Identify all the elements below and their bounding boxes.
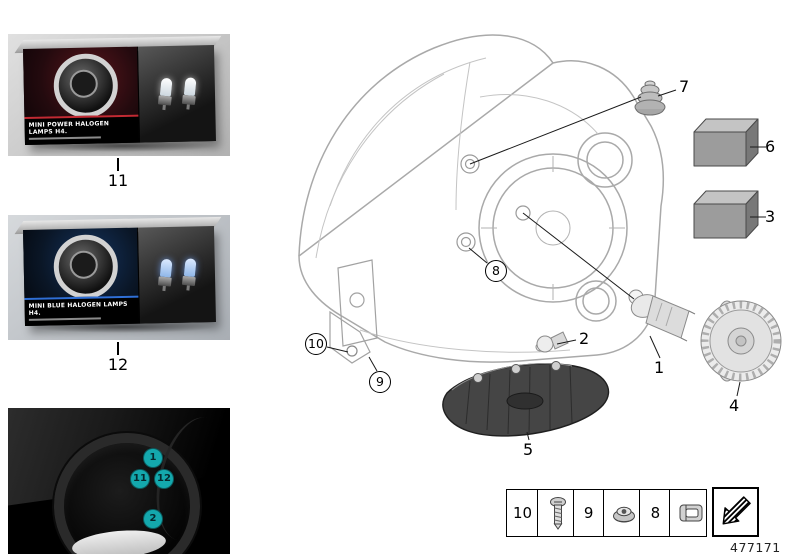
box-title: MINI POWER HALOGEN LAMPS H4. (28, 120, 110, 136)
legend-divider (669, 490, 671, 536)
screw-icon (543, 496, 573, 530)
inset-callout-1[interactable]: 1 (143, 448, 163, 468)
halogen-box-power: MINI POWER HALOGEN LAMPS H4. (14, 35, 222, 145)
inset-callout-11[interactable]: 11 (130, 469, 150, 489)
hatched-arrow-icon (722, 496, 751, 525)
part-5-lower-trim (442, 361, 610, 437)
legend-item-9[interactable]: 9 (574, 490, 641, 536)
box-title-strip: MINI POWER HALOGEN LAMPS H4. (24, 114, 140, 145)
callout-10[interactable]: 10 (305, 333, 327, 355)
part-4-round-cap (700, 300, 782, 382)
box-subtitle-text (28, 136, 101, 140)
part-1-h4-bulb (628, 289, 696, 342)
part-2-small-bulb (535, 331, 569, 353)
part-7-grommet (634, 80, 666, 116)
callout-4[interactable]: 4 (729, 396, 740, 415)
legend-item-8[interactable]: 8 (640, 490, 706, 536)
halogen-bulb-icon (157, 258, 173, 292)
halogen-bulb-icon (181, 258, 197, 291)
callout-9[interactable]: 9 (369, 371, 391, 393)
callout-1[interactable]: 1 (654, 358, 665, 377)
callout-7[interactable]: 7 (679, 77, 690, 96)
photo-power-halogen-box[interactable]: MINI POWER HALOGEN LAMPS H4. (8, 34, 230, 156)
box-subtitle-text (28, 317, 101, 321)
callout-12[interactable]: 12 (107, 355, 129, 374)
box-front-artwork (23, 46, 139, 119)
halogen-bulb-icon (181, 77, 197, 110)
grommet-icon (609, 499, 640, 527)
leader-lines (326, 89, 766, 441)
legend-item-10[interactable]: 10 (507, 490, 574, 536)
callout-tick-12 (117, 342, 119, 355)
callout-11[interactable]: 11 (107, 171, 129, 190)
inset-callout-12[interactable]: 12 (154, 469, 174, 489)
callout-tick-11 (117, 158, 119, 171)
callout-2[interactable]: 2 (579, 329, 590, 348)
box-title-strip: MINI BLUE HALOGEN LAMPS H4. (24, 295, 140, 326)
photo-blue-halogen-box[interactable]: MINI BLUE HALOGEN LAMPS H4. (8, 215, 230, 340)
box-front-artwork (23, 227, 139, 300)
halogen-box-blue: MINI BLUE HALOGEN LAMPS H4. (14, 216, 222, 326)
legend-divider (602, 490, 604, 536)
diagram-part-number: 477171 (730, 540, 781, 555)
part-3-kit-box (693, 190, 759, 239)
legend-label-9: 9 (583, 504, 594, 522)
diagram-arrow-box[interactable] (712, 487, 759, 537)
legend-divider (537, 490, 539, 536)
callout-8[interactable]: 8 (485, 260, 507, 282)
inset-callout-2[interactable]: 2 (143, 509, 163, 529)
callout-5[interactable]: 5 (523, 440, 534, 459)
headlamp-location-photo[interactable]: 1 11 12 2 (8, 408, 230, 554)
callout-6[interactable]: 6 (765, 137, 776, 156)
headlamp-ring-artwork (54, 433, 200, 554)
legend-label-10: 10 (513, 504, 533, 522)
halogen-bulb-icon (157, 77, 173, 111)
callout-3[interactable]: 3 (765, 207, 776, 226)
headlamp-housing (298, 34, 665, 364)
legend-label-8: 8 (650, 504, 661, 522)
box-side-panel (136, 45, 216, 143)
box-side-panel (136, 226, 216, 324)
part-6-kit-box (693, 118, 759, 167)
fastener-legend: 10 9 (506, 489, 707, 537)
clip-icon (675, 501, 706, 525)
box-title: MINI BLUE HALOGEN LAMPS H4. (28, 300, 128, 317)
